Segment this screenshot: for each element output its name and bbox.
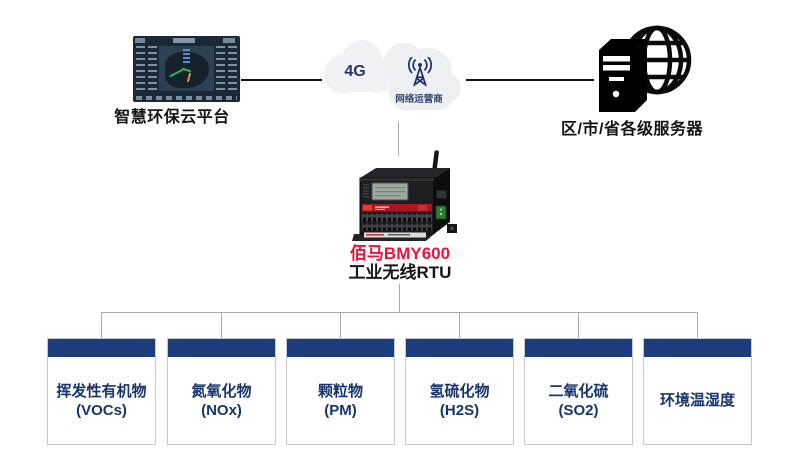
screenshot-map <box>159 46 214 91</box>
sensor-name: 二氧化硫 <box>548 382 609 400</box>
sensor-name: 挥发性有机物 <box>56 382 147 400</box>
connector-drop-1 <box>101 312 102 338</box>
sensor-box-header <box>406 339 513 357</box>
connector-drop-6 <box>697 312 698 338</box>
sensor-bus-line <box>101 312 698 313</box>
sensor-box-header <box>644 339 751 357</box>
radio-tower-icon <box>407 57 433 87</box>
sensor-box-pm: 颗粒物 (PM) <box>286 338 395 445</box>
screenshot-right-panel <box>216 46 237 90</box>
map-markers <box>183 49 190 64</box>
sensor-name: 氮氧化物 <box>191 382 252 400</box>
screenshot-bottom-bar <box>136 96 237 100</box>
sensor-box-header <box>48 339 155 357</box>
sensor-formula: (H2S) <box>439 401 480 419</box>
rtu-device-photo <box>352 150 457 241</box>
sensor-box-h2s: 氢硫化物 (H2S) <box>405 338 514 445</box>
sensor-name: 环境温湿度 <box>659 392 735 409</box>
link-cloud-servers <box>466 79 594 81</box>
sensor-box-temp-humidity: 环境温湿度 <box>643 338 752 445</box>
sensor-formula: (VOCs) <box>76 401 127 419</box>
connector-drop-2 <box>221 312 222 338</box>
sensor-box-header <box>525 339 632 357</box>
server-globe-icon <box>599 25 692 112</box>
screenshot-left-panel <box>136 46 157 90</box>
platform-label: 智慧环保云平台 <box>114 109 230 126</box>
sensor-box-header <box>287 339 394 357</box>
sensor-formula: (PM) <box>324 401 357 419</box>
link-platform-cloud <box>241 79 322 81</box>
rtu-type-label: 工业无线RTU <box>348 263 452 282</box>
link-cloud-rtu <box>398 122 399 156</box>
sensor-name: 颗粒物 <box>317 382 363 400</box>
connector-drop-4 <box>459 312 460 338</box>
sensor-formula: (NOx) <box>201 401 242 419</box>
rtu-brand-model-label: 佰马BMY600 <box>349 244 451 263</box>
sensor-name: 氢硫化物 <box>429 382 490 400</box>
sensor-box-so2: 二氧化硫 (SO2) <box>524 338 633 445</box>
network-tech-label: 4G <box>344 63 366 80</box>
network-operator-label: 网络运营商 <box>395 94 443 105</box>
sensor-box-vocs: 挥发性有机物 (VOCs) <box>47 338 156 445</box>
cloud-platform-screenshot <box>133 36 240 102</box>
servers-label: 区/市/省各级服务器 <box>561 121 703 138</box>
sensor-box-nox: 氮氧化物 (NOx) <box>167 338 276 445</box>
connector-drop-5 <box>578 312 579 338</box>
sensor-formula: (SO2) <box>558 401 599 419</box>
sensor-box-header <box>168 339 275 357</box>
link-rtu-bus <box>399 284 400 312</box>
screenshot-titlebar <box>135 38 238 43</box>
connector-drop-3 <box>340 312 341 338</box>
